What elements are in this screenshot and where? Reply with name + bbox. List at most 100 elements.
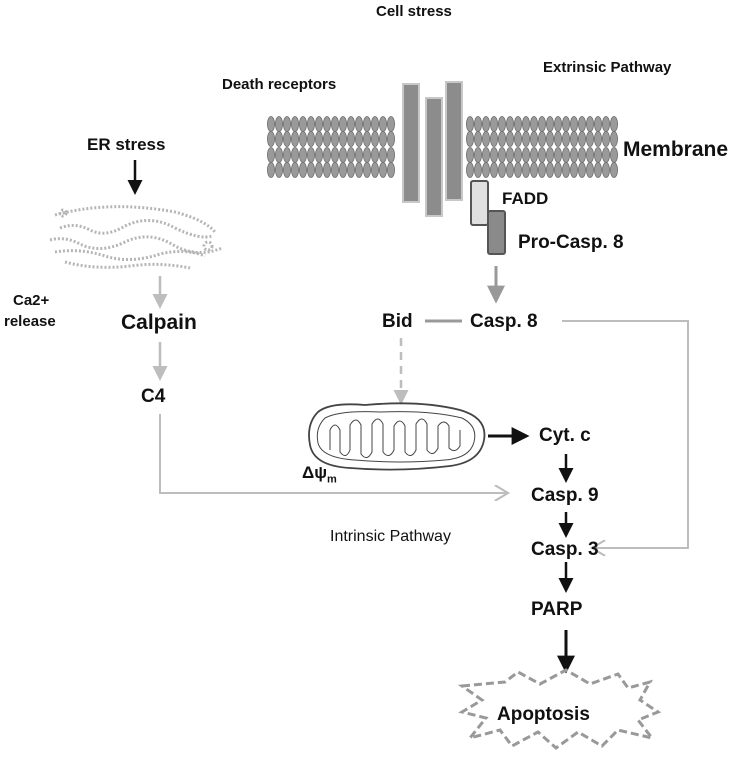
lipid-ellipse	[489, 147, 498, 163]
lipid-ellipse	[602, 116, 611, 132]
pro-casp8-label: Pro-Casp. 8	[518, 232, 624, 253]
lipid-ellipse	[314, 147, 323, 163]
lipid-ellipse	[266, 116, 275, 132]
cell-stress-label: Cell stress	[376, 3, 452, 20]
lipid-ellipse	[465, 131, 474, 147]
lipid-ellipse	[322, 147, 331, 163]
lipid-ellipse	[497, 131, 506, 147]
lipid-ellipse	[298, 116, 307, 132]
lipid-ellipse	[362, 147, 371, 163]
lipid-ellipse	[594, 147, 603, 163]
lipid-ellipse	[497, 116, 506, 132]
lipid-ellipse	[330, 147, 339, 163]
apoptosis-label: Apoptosis	[497, 704, 590, 725]
lipid-ellipse	[546, 116, 555, 132]
lipid-ellipse	[538, 162, 547, 178]
lipid-ellipse	[330, 116, 339, 132]
lipid-ellipse	[378, 162, 387, 178]
lipid-ellipse	[505, 162, 514, 178]
lipid-ellipse	[266, 147, 275, 163]
lipid-ellipse	[298, 147, 307, 163]
lipid-ellipse	[386, 131, 395, 147]
lipid-ellipse	[554, 162, 563, 178]
lipid-ellipse	[578, 147, 587, 163]
lipid-ellipse	[330, 131, 339, 147]
lipid-ellipse	[370, 116, 379, 132]
lipid-ellipse	[338, 162, 347, 178]
lipid-ellipse	[370, 162, 379, 178]
lipid-ellipse	[497, 147, 506, 163]
lipid-ellipse	[546, 162, 555, 178]
lipid-ellipse	[505, 147, 514, 163]
lipid-ellipse	[465, 147, 474, 163]
lipid-ellipse	[274, 131, 283, 147]
fadd-label: FADD	[502, 189, 549, 208]
death-receptors-label: Death receptors	[222, 76, 337, 93]
lipid-ellipse	[505, 131, 514, 147]
lipid-ellipse	[274, 162, 283, 178]
lipid-ellipse	[306, 162, 315, 178]
lipid-ellipse	[570, 116, 579, 132]
lipid-ellipse	[586, 116, 595, 132]
lipid-ellipse	[282, 116, 291, 132]
lipid-ellipse	[562, 131, 571, 147]
lipid-ellipse	[378, 147, 387, 163]
ca-release-label-2: release	[4, 313, 56, 330]
lipid-ellipse	[546, 147, 555, 163]
lipid-ellipse	[578, 116, 587, 132]
lipid-ellipse	[274, 116, 283, 132]
lipid-ellipse	[346, 147, 355, 163]
er-stress-label: ER stress	[87, 135, 166, 154]
apoptosis-burst	[457, 668, 662, 750]
lipid-ellipse	[282, 147, 291, 163]
lipid-ellipse	[594, 131, 603, 147]
lipid-ellipse	[362, 162, 371, 178]
bid-label: Bid	[382, 311, 413, 332]
casp9-label: Casp. 9	[531, 485, 599, 506]
lipid-ellipse	[473, 147, 482, 163]
lipid-ellipse	[586, 162, 595, 178]
lipid-ellipse	[290, 116, 299, 132]
lipid-ellipse	[522, 162, 531, 178]
lipid-ellipse	[386, 162, 395, 178]
lipid-ellipse	[386, 147, 395, 163]
lipid-ellipse	[290, 147, 299, 163]
lipid-ellipse	[338, 147, 347, 163]
lipid-ellipse	[554, 131, 563, 147]
lipid-ellipse	[306, 116, 315, 132]
lipid-ellipse	[538, 116, 547, 132]
lipid-ellipse	[610, 116, 619, 132]
delta-psi-symbol: Δψ	[302, 463, 328, 482]
lipid-ellipse	[266, 162, 275, 178]
lipid-ellipse	[546, 131, 555, 147]
lipid-ellipse	[562, 116, 571, 132]
lipid-ellipse	[354, 162, 363, 178]
lipid-ellipse	[522, 116, 531, 132]
lipid-ellipse	[602, 147, 611, 163]
lipid-ellipse	[514, 162, 523, 178]
lipid-ellipse	[306, 147, 315, 163]
lipid-ellipse	[562, 162, 571, 178]
lipid-ellipse	[538, 131, 547, 147]
lipid-ellipse	[610, 131, 619, 147]
lipid-ellipse	[602, 131, 611, 147]
lipid-ellipse	[306, 131, 315, 147]
lipid-ellipse	[362, 116, 371, 132]
lipid-ellipse	[481, 131, 490, 147]
lipid-ellipse	[314, 131, 323, 147]
lipid-ellipse	[586, 131, 595, 147]
lipid-ellipse	[586, 147, 595, 163]
lipid-ellipse	[362, 131, 371, 147]
lipid-ellipse	[266, 131, 275, 147]
lipid-ellipse	[354, 131, 363, 147]
c4-label: C4	[141, 386, 166, 407]
lipid-ellipse	[322, 131, 331, 147]
c4-to-casp9-arrow	[159, 414, 508, 493]
lipid-ellipse	[481, 147, 490, 163]
lipid-ellipse	[594, 116, 603, 132]
ca-release-label-1: Ca2+	[13, 292, 50, 309]
lipid-ellipse	[370, 147, 379, 163]
lipid-ellipse	[290, 131, 299, 147]
